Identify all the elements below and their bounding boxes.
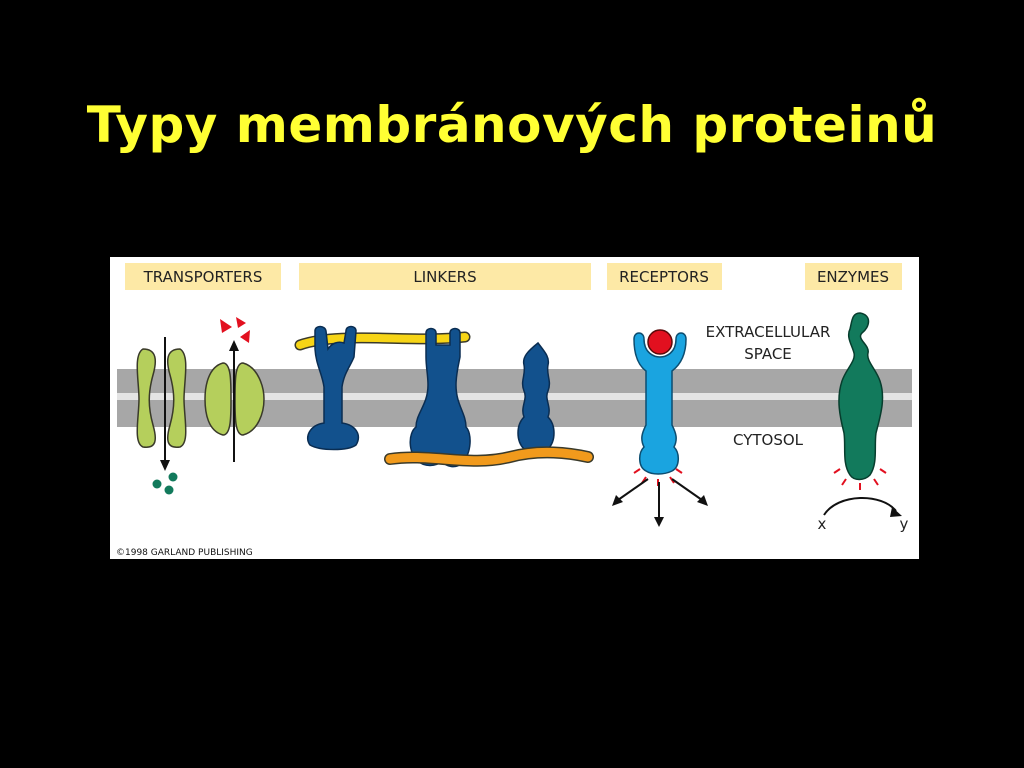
- enzyme-protein: [838, 312, 884, 481]
- receptors-header: RECEPTORS: [619, 268, 709, 286]
- membrane-core: [117, 393, 912, 400]
- linkers-header-band: [299, 263, 591, 290]
- enzyme-activation-marks: [833, 468, 887, 490]
- transporter-channel-proteins: [136, 348, 265, 448]
- cytosolic-linker-fiber-fill: [385, 447, 593, 466]
- reaction-arrowhead: [890, 507, 902, 517]
- substrate-label: x: [818, 515, 827, 533]
- transporters-header: TRANSPORTERS: [143, 268, 263, 286]
- copyright-notice: ©1998 GARLAND PUBLISHING: [116, 548, 253, 558]
- transporters-header-band: [125, 263, 281, 290]
- membrane-proteins-figure: TRANSPORTERS LINKERS RECEPTORS ENZYMES: [110, 257, 919, 559]
- space-label: SPACE: [744, 345, 792, 363]
- slide-title: Typy membránových proteinů: [86, 96, 938, 154]
- receptors-header-band: [607, 263, 722, 290]
- extracellular-label: EXTRACELLULAR: [706, 323, 831, 341]
- membrane-diagram: TRANSPORTERS LINKERS RECEPTORS ENZYMES: [116, 263, 912, 558]
- receptor-protein: [633, 332, 687, 475]
- cytosol-label: CYTOSOL: [733, 431, 804, 449]
- transported-solute-triangles: [220, 317, 250, 343]
- signal-output-arrows: [612, 478, 708, 527]
- reaction-arrow: [823, 497, 897, 516]
- transported-solute-dots: [152, 472, 178, 495]
- enzymes-header-band: [805, 263, 902, 290]
- signal-ligand: [647, 329, 673, 355]
- linkers-header: LINKERS: [413, 268, 476, 286]
- enzymes-header: ENZYMES: [817, 268, 889, 286]
- transport-direction-arrows: [160, 337, 239, 471]
- product-label: y: [900, 515, 909, 533]
- linker-protein-a: [306, 325, 360, 451]
